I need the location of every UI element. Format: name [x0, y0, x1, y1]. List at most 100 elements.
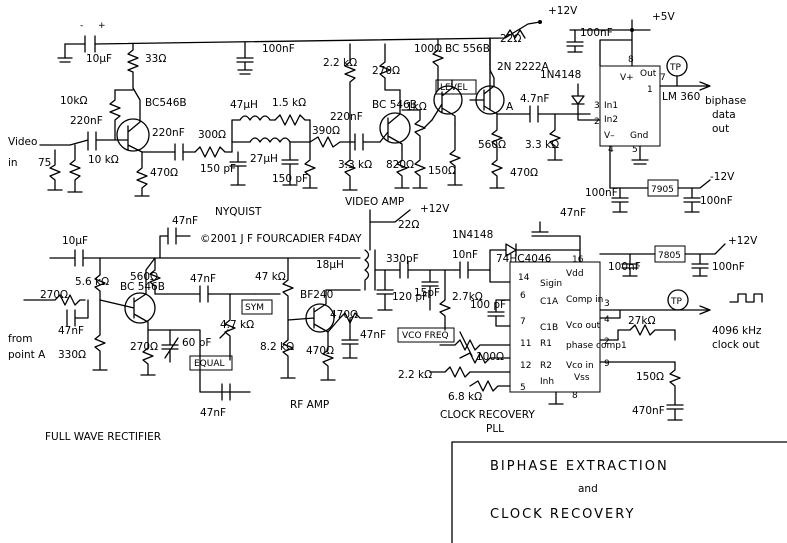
pin-4: 4	[608, 145, 614, 155]
r-emit-label: 470Ω	[150, 167, 178, 179]
c-47n-top-label: 47nF	[172, 215, 198, 227]
video-in-imp: 75	[38, 157, 51, 169]
pll-section: 10nF 1N4148 47nF 74HC4046 Sigin Vdd C1A …	[397, 207, 763, 435]
reg-7905: 7905	[651, 185, 674, 195]
svg-text:+: +	[98, 21, 106, 31]
pin-in1: In1	[604, 101, 618, 111]
c-47n-pll-label: 47nF	[560, 207, 586, 219]
diode-comp-label: 1N4148	[540, 69, 581, 81]
chip-4046-label: 74HC4046	[496, 253, 552, 265]
c-47n-mid-label: 47nF	[190, 273, 216, 285]
c-amp-in-label: 220nF	[330, 111, 363, 123]
r-27k-out-label: 27kΩ	[628, 315, 655, 327]
r-56k-label: 5.6 kΩ	[75, 276, 109, 288]
clock-freq: 4096 kHz	[712, 325, 762, 337]
transistor-1-label: BC546B	[145, 97, 187, 109]
pin-7: 7	[660, 73, 666, 83]
pin-vcoin: Vco in	[566, 361, 594, 371]
nyquist-label: NYQUIST	[215, 206, 262, 218]
comparator-section: 4.7nF 3.3 kΩ 1N4148 V+ Out In1 In2 V– Gn…	[509, 11, 746, 213]
r-150-out-label: 150Ω	[636, 371, 664, 383]
r-330-label: 330Ω	[58, 349, 86, 361]
pin-vss: Vss	[574, 373, 590, 383]
r-150-label: 150Ω	[428, 165, 456, 177]
level-label: LEVEL	[440, 83, 468, 93]
r-560-rect-label: 560Ω	[130, 271, 158, 283]
video-amp-label: VIDEO AMP	[345, 196, 404, 208]
out-label-2: data	[712, 109, 736, 121]
pin-16: 16	[572, 255, 584, 265]
pin-vdd: Vdd	[566, 269, 584, 279]
pin-c1b: C1B	[540, 323, 558, 333]
c-100n-neg-b: 100nF	[700, 195, 733, 207]
rf-amp-label: RF AMP	[290, 399, 329, 411]
pin-5: 5	[632, 145, 638, 155]
r-100-label: 100Ω	[414, 43, 442, 55]
c-150b-label: 150 pF	[272, 173, 308, 185]
c-100n-top-label: 100nF	[580, 27, 613, 39]
l1-label: 47µH	[230, 99, 258, 111]
out-label-1: biphase	[705, 95, 746, 107]
pin-4: 4	[604, 315, 610, 325]
transistor-rect-label: BC 546B	[120, 281, 165, 293]
pin-phase: phase comp1	[566, 341, 627, 351]
pin-comp1: Comp in	[566, 295, 603, 305]
r-top-label: 33Ω	[145, 53, 166, 65]
svg-text:-: -	[80, 21, 83, 31]
pll-label-2: PLL	[486, 423, 504, 435]
r-base-label: 10kΩ	[60, 95, 87, 107]
tp-pll: TP	[670, 297, 682, 307]
equal-label: EQUAL	[194, 359, 225, 369]
rectifier-label: FULL WAVE RECTIFIER	[45, 431, 161, 443]
c-120p-label: 120 pF	[392, 291, 428, 303]
r-820-label: 820Ω	[386, 159, 414, 171]
vco-freq-label: VCO FREQ	[402, 331, 449, 341]
pin-vminus: V–	[604, 131, 615, 141]
c-47n-rf-label: 47nF	[360, 329, 386, 341]
c-decouple-label: 100nF	[262, 43, 295, 55]
pot-47k-rect-label: 4.7 kΩ	[220, 319, 254, 331]
pin-gnd: Gnd	[630, 131, 648, 141]
pin-3: 3	[604, 299, 610, 309]
r-33k-comp-label: 3.3 kΩ	[525, 139, 559, 151]
pin-vcoout: Vco out	[566, 321, 601, 331]
c-47n-bot-label: 47nF	[200, 407, 226, 419]
r-par-label: 1.5 kΩ	[272, 97, 306, 109]
c-100p-label: 100 pF	[470, 299, 506, 311]
reg-7805: 7805	[658, 251, 681, 261]
r-470b-label: 470Ω	[510, 167, 538, 179]
transistor-2-label: BC 546B	[372, 99, 417, 111]
c-15p-label: 15pF	[414, 287, 440, 299]
pin-c1a: C1A	[540, 297, 559, 307]
supply-12v-top: +12V	[548, 5, 578, 17]
r-nyq-label: 300Ω	[198, 129, 226, 141]
pin-r1: R1	[540, 339, 552, 349]
pin-in2: In2	[604, 115, 618, 125]
r-100-pll-label: 100Ω	[476, 351, 504, 363]
pll-label-1: CLOCK RECOVERY	[440, 409, 535, 421]
r-22-rf: 22Ω	[398, 219, 419, 231]
pin-5: 5	[520, 383, 526, 393]
c-330p-label: 330pF	[386, 253, 419, 265]
pin-r2: R2	[540, 361, 552, 371]
c-nyq-in-label: 220nF	[152, 127, 185, 139]
out-label-3: out	[712, 123, 729, 135]
r-390-label: 390Ω	[312, 125, 340, 137]
r-33k-label: 3.3 kΩ	[338, 159, 372, 171]
pin-2: 2	[594, 117, 600, 127]
c-in-top-label: 10µF	[86, 53, 112, 65]
transistor-3-label: BC 556B	[445, 43, 490, 55]
video-in-label-2: in	[8, 157, 18, 169]
sym-label: SYM	[245, 303, 264, 313]
copyright: ©2001 J F FOURCADIER F4DAY	[200, 233, 362, 245]
from-label-2: point A	[8, 349, 46, 361]
c-100n-neg-a: 100nF	[585, 187, 618, 199]
title-line-3: CLOCK RECOVERY	[490, 507, 635, 522]
neg-supply: -12V	[710, 171, 735, 183]
c-couple-label: 220nF	[70, 115, 103, 127]
video-section: -+ 10µF 33Ω 100nF +12V 22Ω Video in 75 2…	[8, 5, 578, 218]
c-10u-label: 10µF	[62, 235, 88, 247]
r-82k-label: 8.2 kΩ	[260, 341, 294, 353]
node-a-label: A	[506, 101, 514, 113]
c-150a-label: 150 pF	[200, 163, 236, 175]
